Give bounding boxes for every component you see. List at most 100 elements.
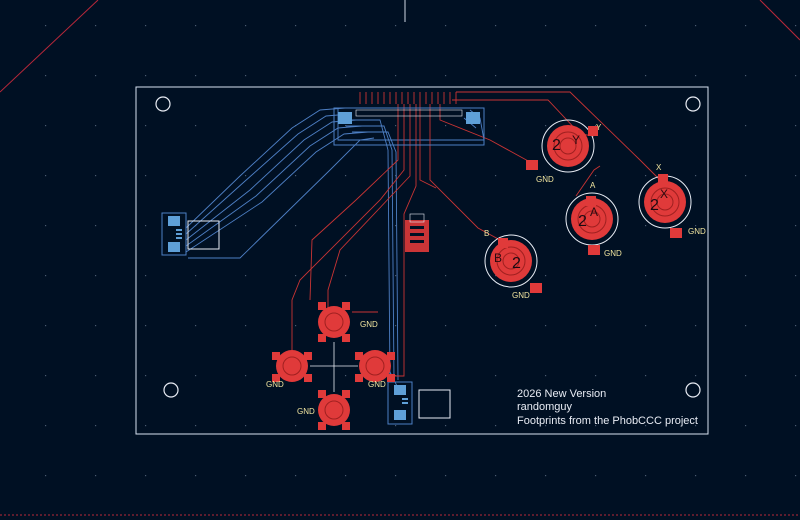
grid-dot bbox=[645, 325, 647, 327]
grid-dot bbox=[45, 125, 47, 127]
grid-dot bbox=[645, 475, 647, 477]
grid-dot bbox=[545, 125, 547, 127]
grid-dot bbox=[145, 425, 147, 427]
grid-dot bbox=[445, 325, 447, 327]
dpad-up[interactable] bbox=[318, 302, 350, 342]
grid-dot bbox=[45, 375, 47, 377]
pad-label-gnd-down: GND bbox=[297, 407, 315, 416]
dpad-left[interactable] bbox=[272, 350, 312, 382]
grid-dot bbox=[695, 125, 697, 127]
connector-ribbon-top[interactable] bbox=[333, 107, 485, 146]
grid-dot bbox=[95, 125, 97, 127]
silkscreen-credits: Footprints from the PhobCCC project bbox=[517, 415, 698, 427]
grid-dot bbox=[45, 475, 47, 477]
grid-dot bbox=[345, 125, 347, 127]
grid-dot bbox=[145, 225, 147, 227]
silkscreen-version: 2026 New Version bbox=[517, 388, 606, 400]
grid-dot bbox=[445, 175, 447, 177]
grid-dot bbox=[245, 225, 247, 227]
grid-dot bbox=[145, 25, 147, 27]
silkscreen-author: randomguy bbox=[517, 401, 573, 413]
button-b[interactable]: B 2 bbox=[484, 234, 542, 293]
grid-dot bbox=[745, 475, 747, 477]
grid-dot bbox=[245, 475, 247, 477]
button-x-letter: X bbox=[660, 187, 668, 201]
button-x[interactable]: 2 X bbox=[638, 174, 692, 238]
pad-label-gnd-a: GND bbox=[604, 249, 622, 258]
grid-dot bbox=[195, 275, 197, 277]
grid-dot bbox=[695, 475, 697, 477]
grid-dot bbox=[395, 275, 397, 277]
pad-label-gnd-up: GND bbox=[360, 320, 378, 329]
grid-dot bbox=[795, 375, 797, 377]
grid-dot bbox=[795, 125, 797, 127]
grid-dot bbox=[645, 125, 647, 127]
grid-dot bbox=[595, 275, 597, 277]
grid-dot bbox=[595, 375, 597, 377]
grid-dot bbox=[95, 325, 97, 327]
grid-dot bbox=[795, 25, 797, 27]
grid-dot bbox=[745, 175, 747, 177]
grid-dot bbox=[95, 225, 97, 227]
grid-dot bbox=[295, 275, 297, 277]
grid-dot bbox=[495, 325, 497, 327]
grid-dot bbox=[95, 25, 97, 27]
dpad-down[interactable] bbox=[318, 390, 350, 430]
grid-dot bbox=[295, 325, 297, 327]
grid-dot bbox=[95, 375, 97, 377]
grid-dot bbox=[45, 275, 47, 277]
grid-dot bbox=[395, 425, 397, 427]
grid-dot bbox=[295, 425, 297, 427]
grid-dot bbox=[645, 375, 647, 377]
grid-dot bbox=[245, 275, 247, 277]
grid-dot bbox=[95, 275, 97, 277]
button-a[interactable]: 2 A bbox=[565, 192, 619, 255]
grid-dot bbox=[695, 175, 697, 177]
grid-dot bbox=[295, 225, 297, 227]
connector-center-front[interactable] bbox=[405, 213, 429, 252]
dpad-right[interactable] bbox=[355, 350, 395, 382]
grid-dot bbox=[245, 375, 247, 377]
grid-dot bbox=[195, 325, 197, 327]
grid-dot bbox=[795, 75, 797, 77]
grid-dot bbox=[145, 125, 147, 127]
connector-bottom[interactable] bbox=[387, 381, 451, 425]
grid-dot bbox=[545, 175, 547, 177]
grid-dot bbox=[345, 75, 347, 77]
grid-dot bbox=[245, 425, 247, 427]
grid-dot bbox=[245, 175, 247, 177]
grid-dot bbox=[495, 375, 497, 377]
grid-dot bbox=[245, 125, 247, 127]
grid-dot bbox=[545, 425, 547, 427]
grid-dot bbox=[495, 25, 497, 27]
grid-dot bbox=[645, 275, 647, 277]
grid-dot bbox=[795, 275, 797, 277]
grid-dot bbox=[545, 475, 547, 477]
pad-label-x: X bbox=[656, 163, 662, 172]
grid-dot bbox=[145, 375, 147, 377]
grid-dot bbox=[495, 275, 497, 277]
grid-dot bbox=[795, 475, 797, 477]
grid-dot bbox=[345, 225, 347, 227]
grid-dot bbox=[795, 225, 797, 227]
grid-dot bbox=[695, 325, 697, 327]
grid-dot bbox=[45, 75, 47, 77]
grid-dot bbox=[595, 125, 597, 127]
grid-dot bbox=[445, 375, 447, 377]
button-y[interactable]: 2 Y bbox=[526, 119, 598, 173]
connector-left[interactable] bbox=[161, 212, 220, 256]
grid-dot bbox=[695, 275, 697, 277]
grid-dot bbox=[595, 25, 597, 27]
grid-dot bbox=[545, 75, 547, 77]
grid-dot bbox=[745, 275, 747, 277]
grid-dot bbox=[545, 375, 547, 377]
grid-dot bbox=[545, 25, 547, 27]
grid-dot bbox=[745, 425, 747, 427]
grid-dot bbox=[345, 175, 347, 177]
dpad-cross bbox=[310, 342, 358, 392]
grid-dot bbox=[745, 125, 747, 127]
grid-dot bbox=[145, 175, 147, 177]
button-x-number: 2 bbox=[650, 197, 659, 214]
grid-dot bbox=[45, 325, 47, 327]
